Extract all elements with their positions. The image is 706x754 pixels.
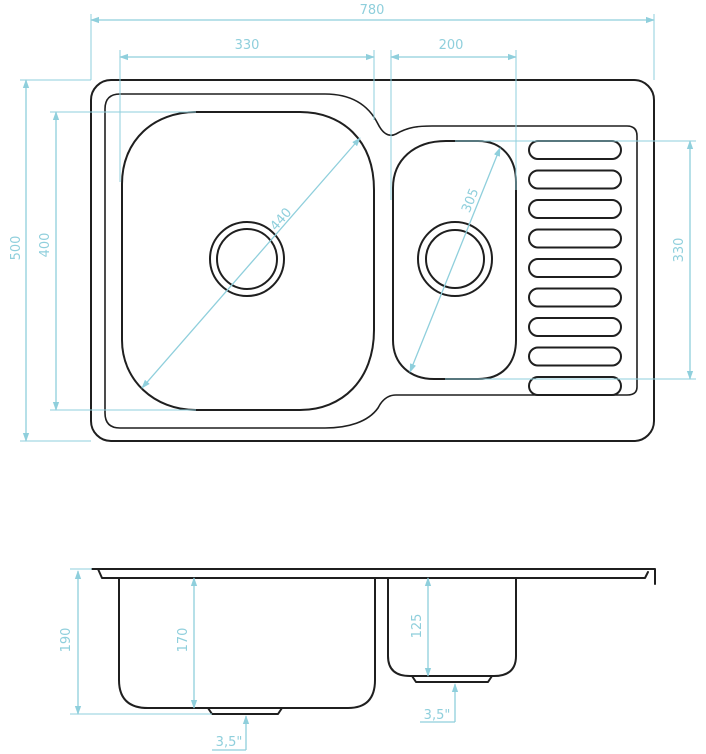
side-large-drain <box>207 707 283 715</box>
drainer-groove <box>528 199 622 219</box>
large-bowl-width-label: 330 <box>235 38 260 53</box>
small-bowl-width-label: 200 <box>439 38 464 53</box>
side-small-bowl-profile <box>387 577 517 677</box>
side-small-drain <box>411 675 493 683</box>
side-large-drain-label: 3,5" <box>216 735 243 750</box>
sink-outer-rim <box>90 79 655 442</box>
side-overall-height-label: 190 <box>59 628 74 653</box>
side-large-bowl-profile <box>118 577 376 709</box>
overall-depth-label: 500 <box>9 236 24 261</box>
side-view: 190 170 125 3,5" 3,5" <box>59 568 656 751</box>
side-large-bowl-depth-label: 170 <box>176 628 191 653</box>
drainer-groove <box>528 317 622 337</box>
drainer-groove <box>528 346 622 367</box>
large-bowl-drain-inner <box>216 228 278 290</box>
top-view: 440 305 780 330 200 500 400 330 <box>9 3 696 442</box>
side-small-bowl-depth-label: 125 <box>410 614 425 639</box>
drainer-length-label: 330 <box>672 238 687 263</box>
drainer-groove <box>528 169 622 190</box>
overall-width-label: 780 <box>360 3 385 18</box>
side-rim <box>91 568 656 585</box>
side-small-drain-label: 3,5" <box>424 708 451 723</box>
drainer-groove <box>528 258 622 278</box>
large-bowl-depth-label: 400 <box>38 233 53 258</box>
large-bowl-diagonal-dimension-line <box>141 137 361 389</box>
drainer-grooves <box>528 140 622 396</box>
small-bowl-diagonal-dimension-line <box>409 147 501 373</box>
large-bowl-drain-outer <box>209 221 285 297</box>
sink-inner-deck <box>104 93 638 429</box>
drainer-groove <box>528 376 622 396</box>
large-bowl-diagonal-label: 440 <box>268 205 296 234</box>
drainer-groove <box>528 228 622 249</box>
drainer-groove <box>528 140 622 160</box>
large-bowl-outline <box>121 111 375 411</box>
drainer-groove <box>528 287 622 308</box>
